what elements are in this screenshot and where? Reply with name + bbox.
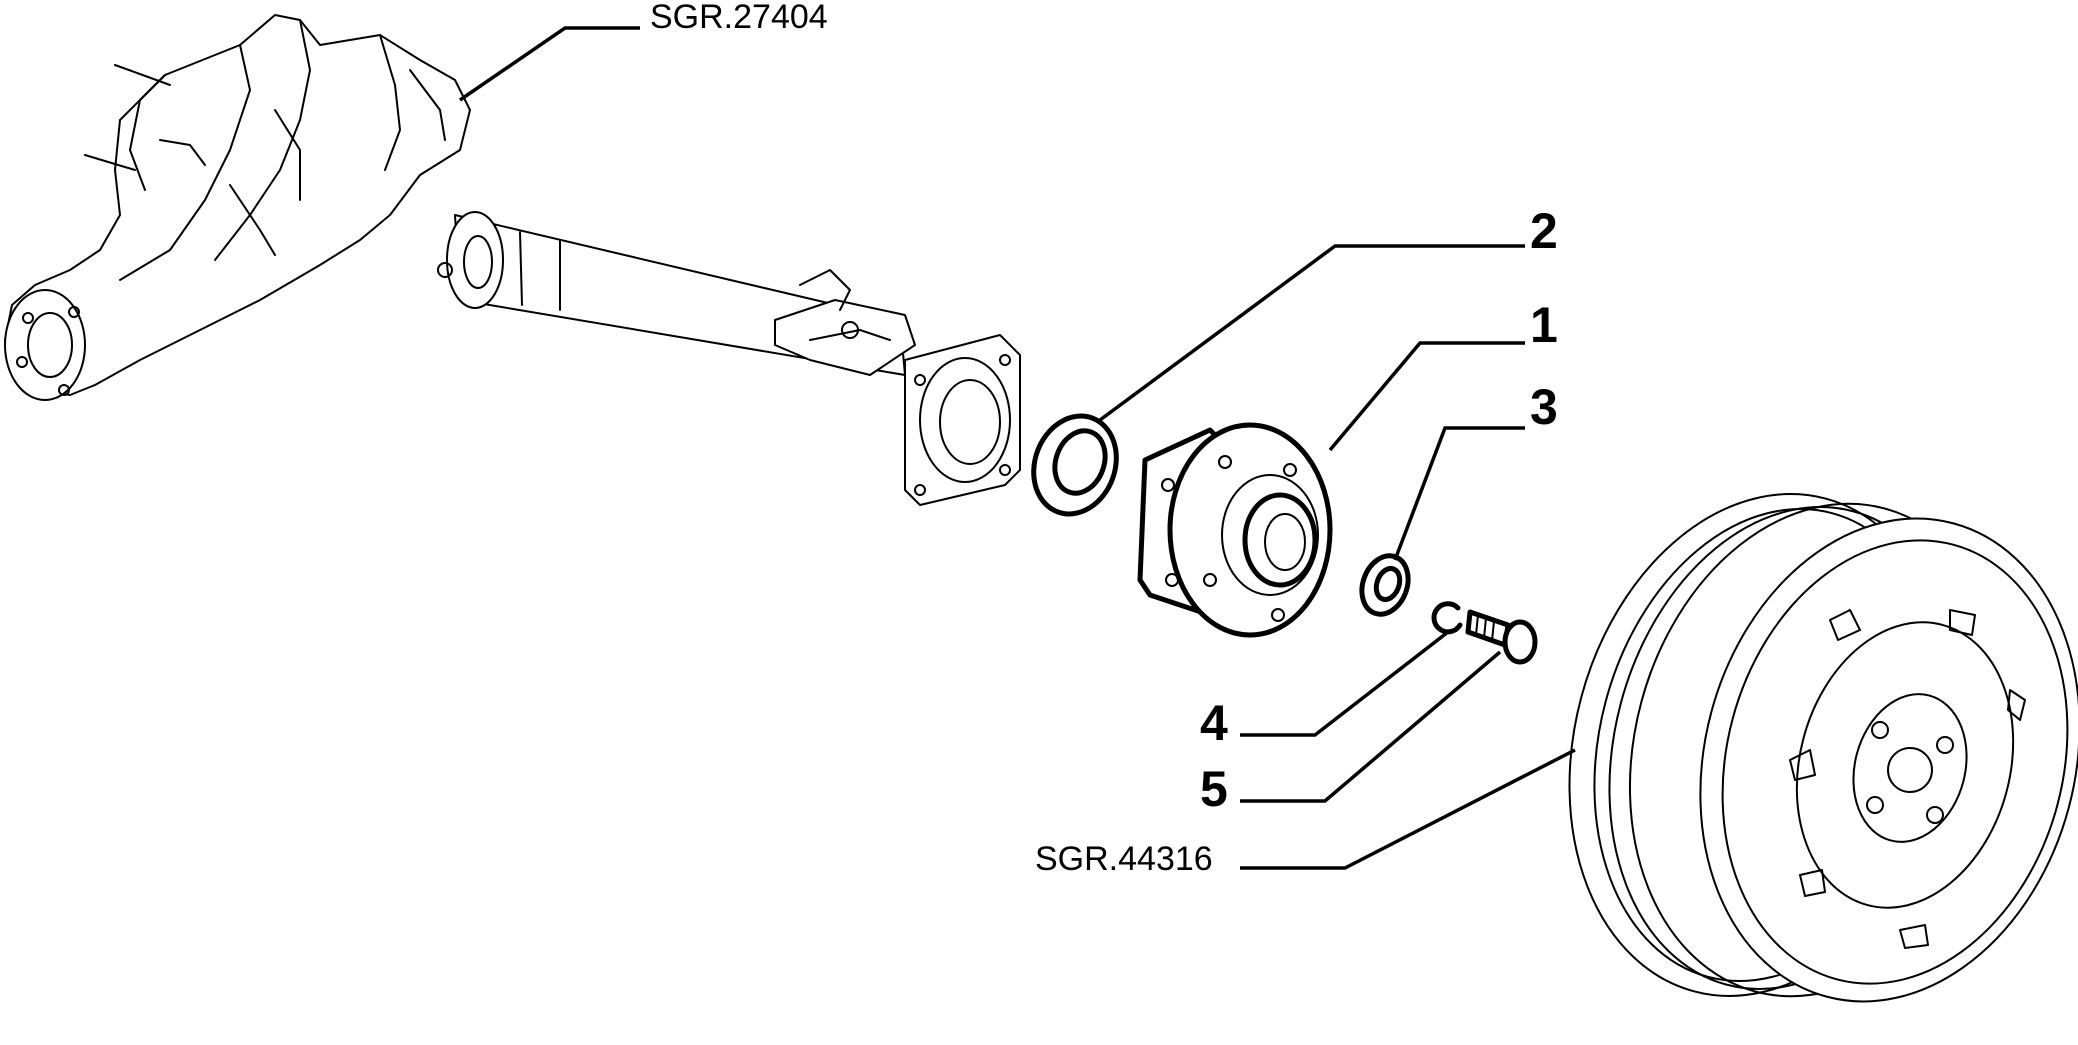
rear-axle-drawing xyxy=(4,14,1021,506)
axle-reference-label: SGR.27404 xyxy=(650,0,828,36)
part-number-3: 3 xyxy=(1530,379,1558,435)
bolt-part-5 xyxy=(1465,609,1538,665)
part-number-2: 2 xyxy=(1530,203,1558,259)
part-number-5: 5 xyxy=(1200,761,1228,817)
circlip-part-4 xyxy=(1431,601,1463,635)
seal-ring-part-2 xyxy=(1031,413,1119,517)
part-number-4: 4 xyxy=(1200,695,1228,751)
leader-lines xyxy=(459,26,1576,870)
labels: SGR.27404 SGR.44316 2 1 3 4 5 xyxy=(650,0,1558,878)
wheel-hub-part-1 xyxy=(1137,422,1333,638)
part-number-1: 1 xyxy=(1530,297,1558,353)
wheel-reference-label: SGR.44316 xyxy=(1035,840,1213,878)
nut-part-3 xyxy=(1359,553,1411,617)
wheel-rim-drawing xyxy=(1568,493,2078,1003)
